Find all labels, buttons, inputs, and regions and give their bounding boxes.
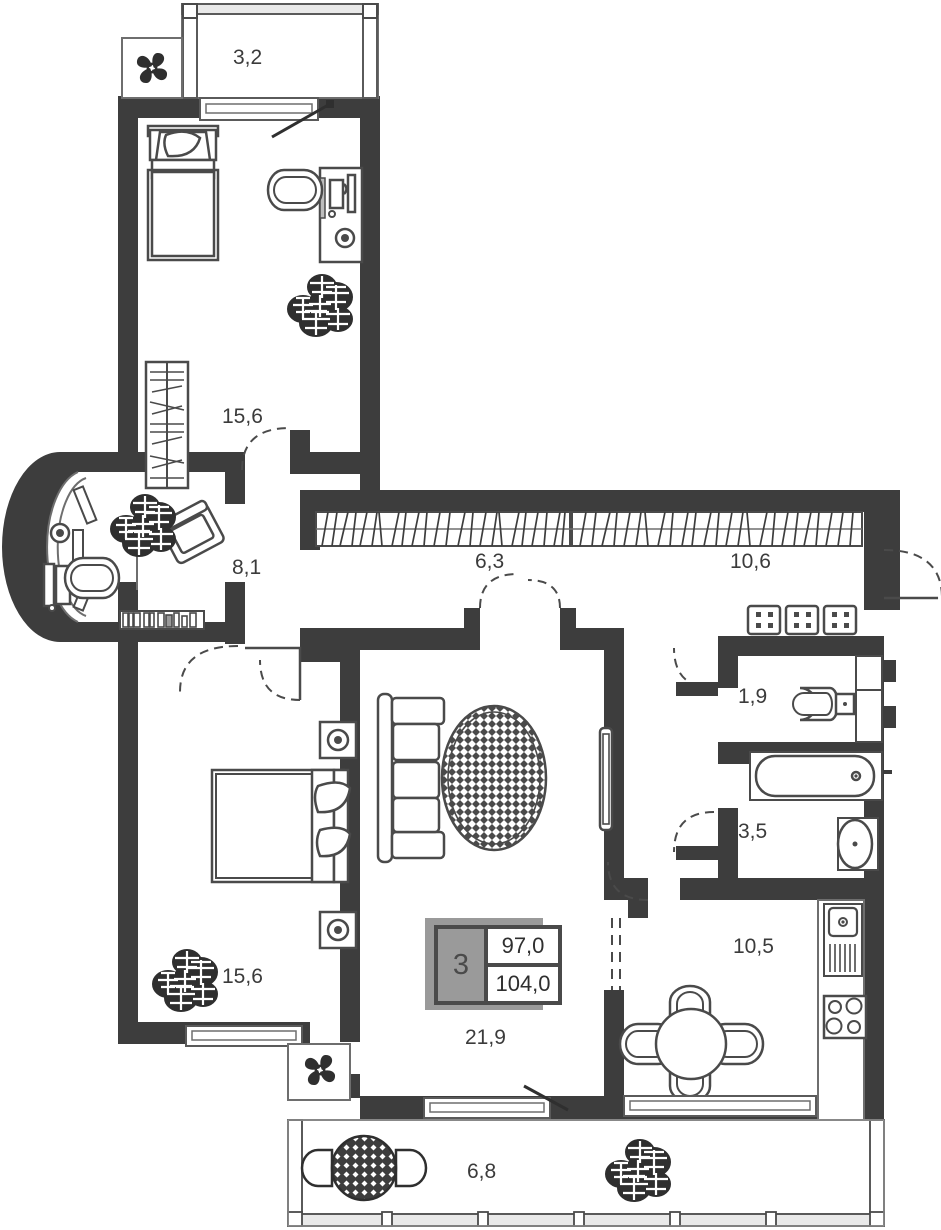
double-bed-icon: [210, 768, 352, 884]
badge-room-count: 3: [438, 929, 488, 1001]
cooktop-icon: [822, 994, 868, 1040]
bathroom-fixtures: [673, 751, 883, 871]
bedroom-master-furniture: [151, 659, 358, 1047]
area-label-balcony-top: 3,2: [233, 46, 263, 69]
bedroom-top-furniture: [144, 124, 364, 490]
wc-fixtures: [673, 647, 883, 743]
nightstand-lamp-icon: [318, 720, 358, 950]
area-label-bedroom-master: 15,6: [222, 965, 263, 988]
kitchen-fixtures: [607, 861, 868, 1121]
area-label-kitchen: 10,5: [733, 935, 774, 958]
bathtub-icon: [749, 751, 883, 801]
area-label-living-room: 21,9: [465, 1026, 506, 1049]
plant-icon: [109, 493, 177, 558]
area-label-bedroom-top: 15,6: [222, 405, 263, 428]
tv-icon: [598, 726, 614, 832]
study-bay-furniture: [42, 471, 302, 700]
hall-windows: [315, 511, 941, 636]
area-label-balcony-bottom: 6,8: [467, 1160, 497, 1183]
dining-table-icon: [618, 984, 765, 1104]
area-label-bathroom: 3,5: [738, 820, 768, 843]
toilet-icon: [792, 686, 856, 722]
badge-area-living: 97,0: [488, 929, 558, 967]
area-label-study-bay: 8,1: [232, 556, 262, 579]
kitchen-sink-icon: [823, 903, 863, 977]
living-room-furniture: [376, 692, 621, 1119]
balcony-bottom-structure: [287, 1043, 885, 1227]
area-label-wc: 1,9: [738, 685, 768, 708]
plant-icon: [151, 948, 219, 1013]
oval-rug-icon: [440, 704, 548, 852]
area-label-hall-left: 6,3: [475, 550, 505, 573]
area-label-hall-right: 10,6: [730, 550, 771, 573]
office-chair-icon: [63, 556, 121, 600]
office-chair-icon: [266, 168, 324, 212]
badge-area-total: 104,0: [495, 971, 551, 996]
electrical-panel-icon: [746, 604, 858, 636]
balcony-top-structure: [121, 3, 379, 139]
badge-frame: 3 97,0 104,0: [434, 925, 562, 1005]
badge-areas: 97,0 104,0: [488, 929, 558, 1001]
plant-icon: [286, 273, 354, 338]
washbasin-icon: [836, 817, 879, 871]
sofa-icon: [376, 692, 446, 864]
sliding-partition: [611, 918, 621, 990]
bistro-table-icon: [300, 1134, 428, 1202]
